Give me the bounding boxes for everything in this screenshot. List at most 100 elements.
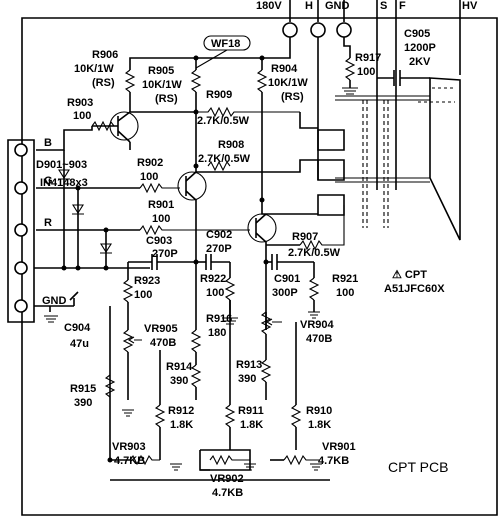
svg-text:270P: 270P [152,248,178,260]
svg-text:390: 390 [170,375,188,387]
svg-text:R923: R923 [134,275,160,287]
svg-text:R906: R906 [92,49,118,61]
svg-text:4.7KB: 4.7KB [318,455,349,467]
svg-text:180: 180 [208,327,226,339]
resistor-r907: R907 2.7K/0.5W [266,205,345,259]
capacitor-c903: C903 270P [128,235,199,270]
pot-vr902: VR902 4.7KB [199,449,251,499]
svg-text:D901~903: D901~903 [36,159,87,171]
terminal-s-label: S [380,0,387,12]
svg-text:1.8K: 1.8K [170,419,193,431]
svg-text:2.7K/0.5W: 2.7K/0.5W [198,153,251,165]
svg-text:R901: R901 [148,199,174,211]
svg-text:100: 100 [73,110,91,122]
pot-vr901: VR901 4.7KB [270,441,356,467]
svg-text:(RS): (RS) [92,77,115,89]
input-g-label: G [44,175,53,187]
wf18-tag: WF18 [195,35,251,69]
pot-vr905: VR905 470B [122,318,178,400]
input-b-label: B [44,137,52,149]
svg-text:R910: R910 [306,405,332,417]
resistor-r921: R921 100 [308,262,358,312]
input-r-label: R [44,217,52,229]
transistor-q903 [92,109,199,150]
resistor-r922: R922 100 [200,262,236,318]
svg-text:100: 100 [336,287,354,299]
terminal-gnd: GND [325,0,352,38]
svg-text:R922: R922 [200,273,226,285]
svg-text:100: 100 [134,289,152,301]
svg-text:R911: R911 [238,405,264,417]
svg-text:R916: R916 [206,313,232,325]
svg-text:(RS): (RS) [281,91,304,103]
terminal-180v: 180V [256,0,298,38]
resistor-r905: R905 10K/1W (RS) [142,65,202,166]
resistor-r902: R902 100 [36,157,180,194]
svg-text:2.7K/0.5W: 2.7K/0.5W [197,115,250,127]
svg-text:C902: C902 [206,229,232,241]
svg-text:VR903: VR903 [112,441,146,453]
top-terminal-wires [289,0,461,190]
svg-text:100: 100 [357,66,375,78]
svg-text:R909: R909 [206,89,232,101]
svg-text:1200P: 1200P [404,42,436,54]
resistor-r904: R904 10K/1W (RS) [256,63,308,200]
svg-text:10K/1W: 10K/1W [268,77,308,89]
resistor-r909: R909 2.7K/0.5W [196,89,318,129]
svg-text:R908: R908 [218,139,244,151]
svg-text:1.8K: 1.8K [240,419,263,431]
resistor-r923: R923 100 [122,262,160,318]
input-gnd-label: GND [42,295,67,307]
svg-text:100: 100 [140,171,158,183]
svg-text:R907: R907 [292,231,318,243]
pcb-outline [21,17,498,516]
transistor-q902 [177,159,318,330]
board-title: CPT PCB [388,459,448,475]
svg-text:2.7K/0.5W: 2.7K/0.5W [288,247,341,259]
resistor-r912: R912 1.8K [154,350,194,460]
svg-text:180V: 180V [256,0,282,12]
svg-text:C903: C903 [146,235,172,247]
svg-text:R917: R917 [355,52,381,64]
svg-text:R921: R921 [332,273,358,285]
crt-neck [317,77,461,241]
svg-text:R914: R914 [166,361,193,373]
resistor-r903: R903 100 [36,97,115,151]
diodes-d901-903: D901~903 IN4148x3 [34,150,150,271]
svg-text:(RS): (RS) [155,93,178,105]
svg-text:VR902: VR902 [210,473,244,485]
svg-text:GND: GND [325,0,350,12]
transistor-q901 [247,197,318,330]
capacitor-c904: C904 47u [34,291,91,350]
svg-text:1.8K: 1.8K [308,419,331,431]
svg-text:C904: C904 [64,322,91,334]
svg-text:C901: C901 [274,273,300,285]
svg-text:A51JFC60X: A51JFC60X [384,283,445,295]
svg-text:WF18: WF18 [211,38,240,50]
supply-rail [129,37,291,70]
svg-text:4.7KB: 4.7KB [114,455,145,467]
svg-text:R902: R902 [137,157,163,169]
resistor-r915: R915 390 [70,306,116,440]
svg-text:4.7KB: 4.7KB [212,487,243,499]
svg-text:R913: R913 [236,359,262,371]
capacitor-c901: C901 300P [263,254,314,299]
resistor-r913: R913 390 [236,359,272,400]
svg-text:470B: 470B [306,333,332,345]
bottom-rail [107,457,330,481]
svg-text:2KV: 2KV [409,56,431,68]
pot-vr904: VR904 470B [260,311,335,360]
svg-text:100: 100 [152,213,170,225]
svg-text:R903: R903 [67,97,93,109]
capacitor-c902: C902 270P [196,229,232,270]
resistor-r916: R916 180 [190,313,232,365]
svg-text:390: 390 [238,373,256,385]
pot-vr903: VR903 4.7KB [109,440,160,467]
svg-text:100: 100 [206,287,224,299]
svg-text:H: H [305,0,313,12]
svg-text:470B: 470B [150,337,176,349]
input-connector [7,139,35,323]
svg-text:10K/1W: 10K/1W [142,79,182,91]
resistor-r901: R901 100 [36,199,250,236]
